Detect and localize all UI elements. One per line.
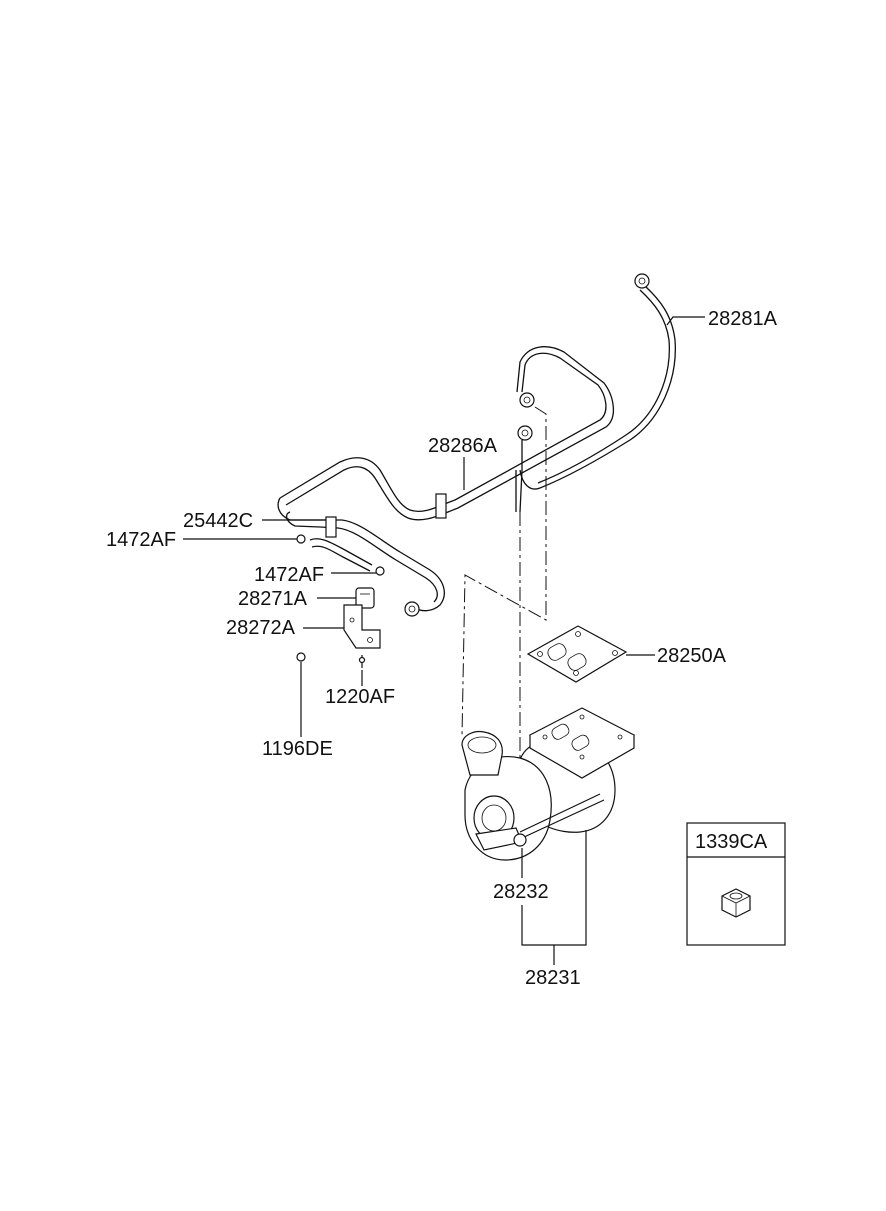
label-25442C: 25442C	[183, 510, 253, 532]
turbocharger-assembly-28231	[461, 707, 636, 861]
assembly-guide-lines	[461, 406, 547, 760]
leader-lines	[183, 316, 705, 965]
inset-part-number: 1339CA	[695, 831, 768, 853]
label-1220AF: 1220AF	[325, 686, 395, 708]
label-28232: 28232	[493, 881, 549, 903]
label-28272A: 28272A	[226, 617, 296, 639]
hose-clamp-1472AF-upper	[296, 534, 306, 544]
inset-box-1339CA: 1339CA	[686, 822, 786, 946]
pipe-assembly-28286A	[277, 346, 614, 528]
label-28250A: 28250A	[657, 645, 727, 667]
label-28281A: 28281A	[708, 308, 778, 330]
label-28231: 28231	[525, 967, 581, 989]
label-1472AF-lower: 1472AF	[254, 564, 324, 586]
label-1196DE: 1196DE	[262, 738, 333, 760]
hose-25442C	[309, 516, 445, 617]
bracket-28272A	[343, 604, 381, 649]
oil-feed-pipe-28281A	[519, 273, 676, 490]
label-28271A: 28271A	[238, 588, 308, 610]
hose-clamp-1472AF-lower	[375, 566, 385, 576]
label-1472AF-upper: 1472AF	[106, 529, 176, 551]
hex-nut-icon	[721, 888, 751, 918]
bolt-1196DE	[296, 652, 306, 662]
label-28286A: 28286A	[428, 435, 498, 457]
gasket-28250A	[526, 625, 628, 683]
valve-28271A	[355, 587, 375, 609]
bolt-1220AF	[358, 655, 366, 668]
